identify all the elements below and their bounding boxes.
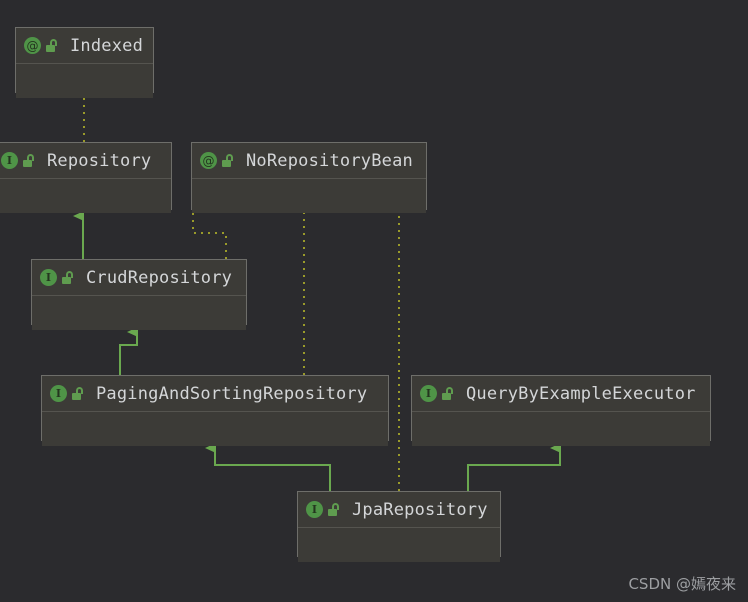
uml-node-header: I Repository (0, 143, 171, 179)
uml-node-title: QueryByExampleExecutor (466, 383, 696, 404)
uml-node-paging-and-sorting-repository[interactable]: I PagingAndSortingRepository (41, 375, 389, 446)
uml-node-header: I CrudRepository (32, 260, 246, 296)
interface-icon: I (1, 152, 18, 169)
watermark: CSDN @嫣夜来 (628, 575, 736, 593)
unlock-icon (442, 387, 454, 400)
annotation-icon: @ (24, 37, 41, 54)
uml-node-members (0, 179, 171, 213)
uml-node-members (32, 296, 246, 330)
uml-node-members (412, 412, 710, 446)
uml-node-title: CrudRepository (86, 267, 233, 288)
uml-node-members (16, 64, 153, 98)
interface-icon: I (40, 269, 57, 286)
edge-crud-to-norepositorybean (192, 210, 227, 259)
unlock-icon (62, 271, 74, 284)
uml-node-no-repository-bean[interactable]: @ NoRepositoryBean (191, 142, 427, 213)
uml-node-indexed[interactable]: @ Indexed (15, 27, 154, 98)
uml-node-title: JpaRepository (352, 499, 488, 520)
unlock-icon (23, 154, 35, 167)
uml-node-title: NoRepositoryBean (246, 150, 413, 171)
unlock-icon (46, 39, 58, 52)
edge-jpa-to-query-by-example (467, 443, 561, 491)
uml-node-header: @ NoRepositoryBean (192, 143, 426, 179)
uml-node-jpa-repository[interactable]: I JpaRepository (297, 491, 501, 562)
uml-node-title: Indexed (70, 35, 144, 56)
uml-node-header: @ Indexed (16, 28, 153, 64)
uml-node-header: I QueryByExampleExecutor (412, 376, 710, 412)
uml-node-title: Repository (47, 150, 152, 171)
uml-node-query-by-example-executor[interactable]: I QueryByExampleExecutor (411, 375, 711, 446)
interface-icon: I (420, 385, 437, 402)
uml-node-crud-repository[interactable]: I CrudRepository (31, 259, 247, 330)
unlock-icon (328, 503, 340, 516)
uml-node-header: I JpaRepository (298, 492, 500, 528)
uml-node-members (42, 412, 388, 446)
interface-icon: I (50, 385, 67, 402)
uml-node-repository[interactable]: I Repository (0, 142, 172, 213)
annotation-icon: @ (200, 152, 217, 169)
unlock-icon (222, 154, 234, 167)
unlock-icon (72, 387, 84, 400)
uml-node-title: PagingAndSortingRepository (96, 383, 368, 404)
uml-node-header: I PagingAndSortingRepository (42, 376, 388, 412)
uml-node-members (192, 179, 426, 213)
edge-paging-to-crud (119, 327, 138, 375)
uml-node-members (298, 528, 500, 562)
edge-jpa-to-paging (205, 443, 331, 491)
interface-icon: I (306, 501, 323, 518)
